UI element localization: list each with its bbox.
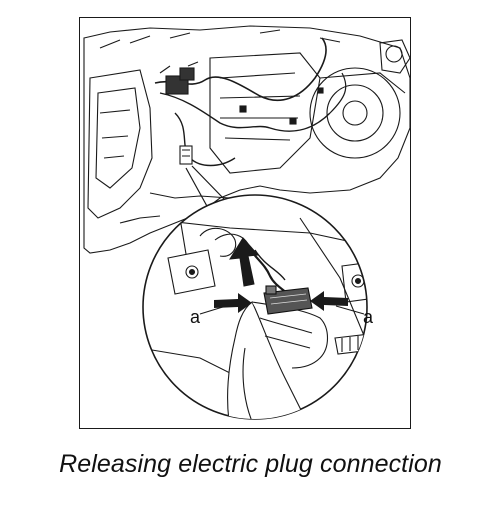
- technical-illustration: a a: [83, 25, 410, 420]
- overview-drawing: [83, 25, 410, 254]
- press-arrow-right: [310, 291, 348, 311]
- detail-magnifier: [142, 194, 368, 420]
- press-arrow-left: [214, 293, 252, 313]
- figure-frame: a a: [79, 17, 411, 429]
- electric-plug: [263, 285, 313, 315]
- figure-caption: Releasing electric plug connection: [59, 450, 442, 478]
- detail-leader-lines: [185, 165, 226, 209]
- pull-up-arrow: [229, 237, 260, 287]
- callout-label-left: a: [190, 307, 201, 327]
- callout-label-right: a: [363, 307, 374, 327]
